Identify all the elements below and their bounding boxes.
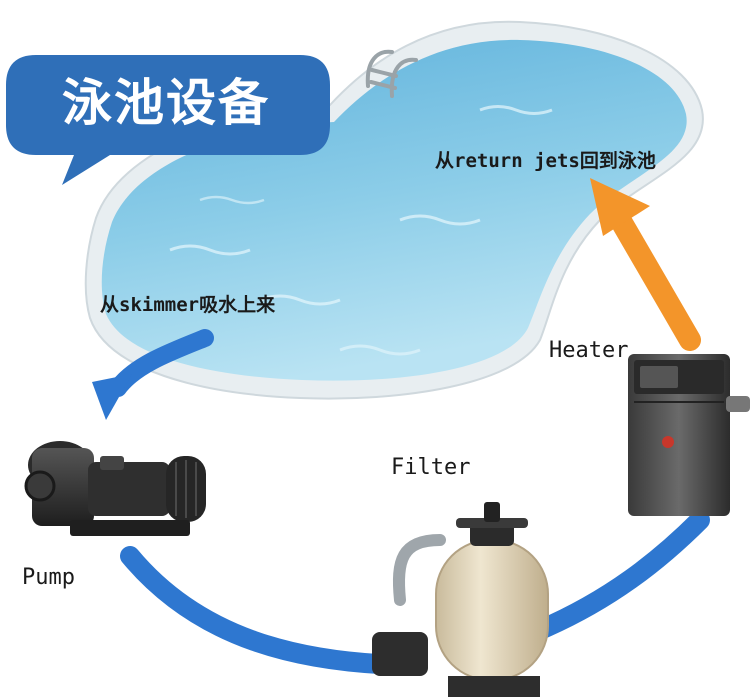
skimmer-label: 从skimmer吸水上来 bbox=[100, 294, 276, 316]
filter-label: Filter bbox=[391, 455, 471, 480]
water-ripple bbox=[169, 244, 251, 256]
pool-ladder-icon bbox=[365, 49, 418, 98]
pump-label: Pump bbox=[22, 565, 75, 590]
heater-icon bbox=[628, 354, 750, 516]
page-title: 泳池设备 bbox=[62, 74, 270, 132]
return-jets-label: 从return jets回到泳池 bbox=[435, 150, 656, 172]
title-bubble bbox=[6, 55, 330, 185]
filter-to-heater-pipe bbox=[530, 510, 710, 640]
pump-icon bbox=[24, 441, 206, 536]
pump-to-filter-pipe bbox=[120, 546, 410, 675]
water-ripple bbox=[399, 214, 481, 226]
pool bbox=[84, 20, 704, 400]
water-ripple bbox=[479, 105, 553, 115]
water-ripple bbox=[259, 294, 341, 306]
filter-icon bbox=[372, 502, 549, 697]
pool-water bbox=[101, 39, 687, 381]
pipes bbox=[120, 510, 710, 675]
heater-label: Heater bbox=[549, 338, 629, 363]
water-ripple bbox=[199, 195, 265, 205]
water-ripple bbox=[339, 344, 421, 356]
skimmer-arrow bbox=[92, 329, 214, 420]
return-arrow bbox=[590, 178, 701, 351]
